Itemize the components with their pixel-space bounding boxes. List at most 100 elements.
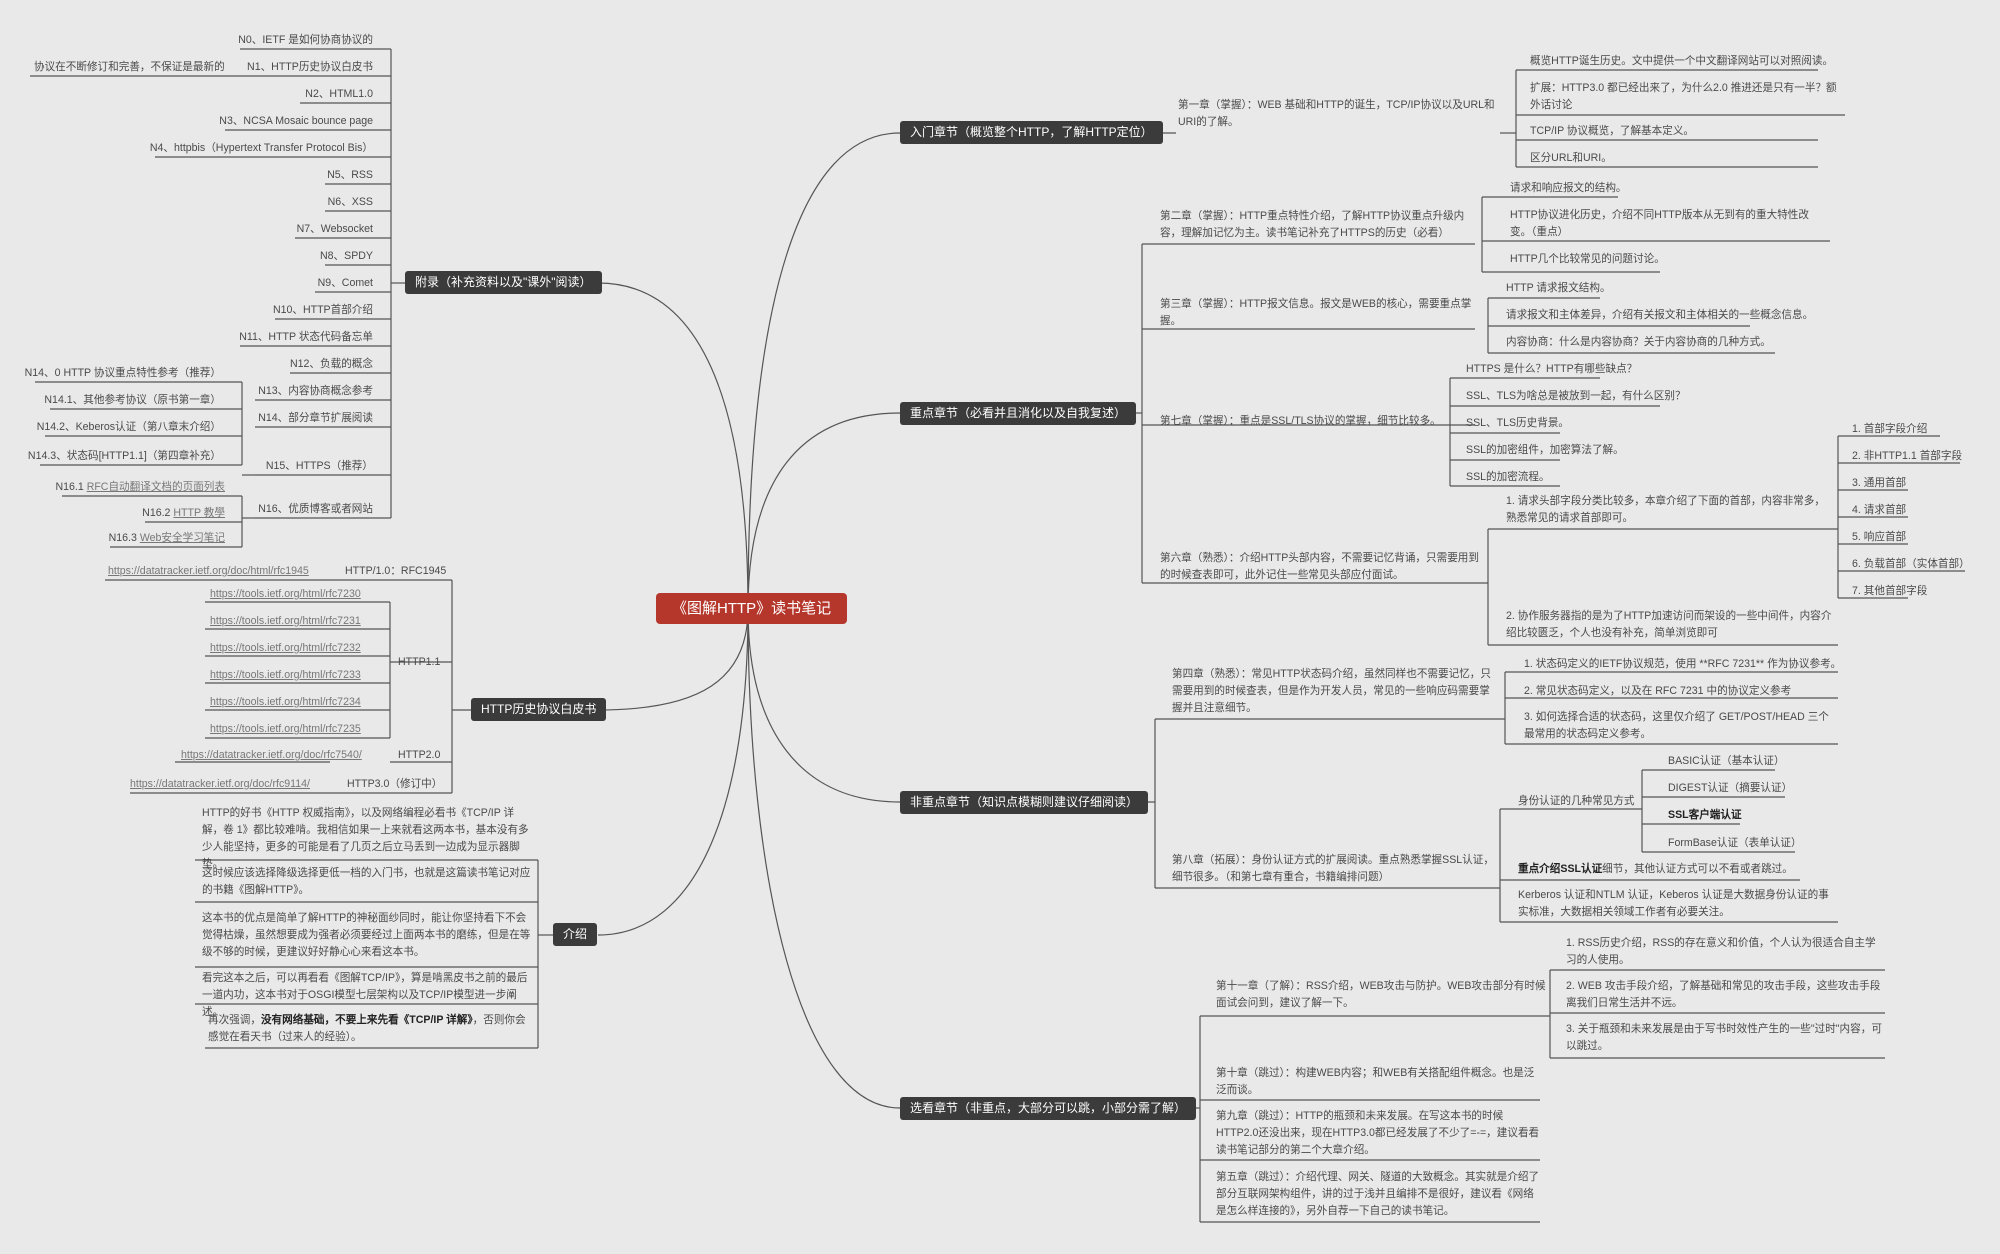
ch10-node[interactable]: 第十章（跳过）：构建WEB内容；和WEB有关搭配组件概念。也是泛泛而谈。: [1216, 1067, 1535, 1096]
appendix-item[interactable]: N2、HTML1.0: [305, 88, 373, 100]
appendix-item[interactable]: N8、SPDY: [320, 250, 373, 262]
appendix-item[interactable]: N16、优质博客或者网站: [258, 503, 373, 515]
n14-subitem[interactable]: N14、0 HTTP 协议重点特性参考（推荐）: [24, 367, 221, 379]
header-field-item[interactable]: 7. 其他首部字段: [1852, 585, 1928, 597]
ch6-header-fields[interactable]: 1. 请求头部字段分类比较多，本章介绍了下面的首部，内容非常多，熟悉常见的请求首…: [1506, 495, 1825, 524]
appendix-item[interactable]: N12、负载的概念: [290, 358, 373, 370]
appendix-item[interactable]: N1、HTTP历史协议白皮书: [247, 61, 373, 73]
intro-paragraph[interactable]: HTTP的好书《HTTP 权威指南》，以及网络编程必看书《TCP/IP 详解，卷…: [202, 807, 529, 870]
http11-link[interactable]: https://tools.ietf.org/html/rfc7234: [210, 696, 361, 708]
ch1-item[interactable]: TCP/IP 协议概览，了解基本定义。: [1530, 125, 1695, 137]
intro-paragraph[interactable]: 这时候应该选择降级选择更低一档的入门书，也就是这篇读书笔记对应的书籍《图解HTT…: [202, 867, 531, 896]
intro-paragraph[interactable]: 这本书的优点是简单了解HTTP的神秘面纱同时，能让你坚持看下不会觉得枯燥，虽然想…: [202, 912, 531, 958]
header-field-item[interactable]: 3. 通用首部: [1852, 477, 1907, 489]
appendix-item[interactable]: N5、RSS: [327, 169, 373, 181]
appendix-item[interactable]: N13、内容协商概念参考: [258, 385, 373, 397]
n14-subitem[interactable]: N14.1、其他参考协议（原书第一章）: [44, 394, 221, 406]
n16-link[interactable]: RFC自动翻译文档的页面列表: [86, 481, 225, 493]
http20-link[interactable]: https://datatracker.ietf.org/doc/rfc7540…: [181, 749, 362, 761]
appendix-item[interactable]: N7、Websocket: [296, 223, 373, 235]
auth-item[interactable]: SSL客户端认证: [1668, 809, 1742, 821]
http11-node[interactable]: HTTP1.1: [398, 656, 441, 668]
appendix-item[interactable]: N10、HTTP首部介绍: [272, 304, 373, 316]
n14-subitem[interactable]: N14.3、状态码[HTTP1.1]（第四章补充）: [27, 450, 221, 462]
http30-link[interactable]: https://datatracker.ietf.org/doc/rfc9114…: [130, 778, 310, 790]
ch4-item[interactable]: 3. 如何选择合适的状态码，这里仅介绍了 GET/POST/HEAD 三个最常用…: [1524, 711, 1829, 740]
ch11-node[interactable]: 第十一章（了解）：RSS介绍，WEB攻击与防护。WEB攻击部分有时候面试会问到，…: [1216, 980, 1546, 1009]
ch3-node[interactable]: 第三章（掌握）：HTTP报文信息。报文是WEB的核心，需要重点掌握。: [1160, 298, 1472, 327]
ch6-proxy-note[interactable]: 2. 协作服务器指的是为了HTTP加速访问而架设的一些中间件，内容介绍比较匮乏，…: [1506, 610, 1832, 639]
appendix-item[interactable]: N15、HTTPS（推荐）: [265, 460, 373, 472]
auth-item[interactable]: BASIC认证（基本认证）: [1668, 755, 1785, 767]
ch9-node[interactable]: 第九章（跳过）：HTTP的瓶颈和未来发展。在写这本书的时候HTTP2.0还没出来…: [1216, 1110, 1540, 1156]
header-field-item[interactable]: 5. 响应首部: [1852, 531, 1907, 543]
ssl-auth-note[interactable]: 重点介绍SSL认证细节，其他认证方式可以不看或者跳过。: [1518, 861, 1793, 878]
header-field-item[interactable]: 1. 首部字段介绍: [1852, 423, 1928, 435]
appendix-item[interactable]: N11、HTTP 状态代码备忘单: [239, 331, 373, 343]
n14-subitem[interactable]: N14.2、Keberos认证（第八章末介绍）: [36, 421, 221, 433]
n16-subitem[interactable]: N16.2 HTTP 教學: [142, 505, 225, 522]
ch11-item[interactable]: 1. RSS历史介绍，RSS的存在意义和价值，个人认为很适合自主学习的人使用。: [1566, 937, 1876, 966]
header-field-item[interactable]: 6. 负载首部（实体首部）: [1852, 558, 1970, 570]
ch1-item[interactable]: 区分URL和URI。: [1530, 152, 1612, 164]
branch-key-chapter[interactable]: 重点章节（必看并且消化以及自我复述）: [900, 402, 1137, 425]
appendix-item[interactable]: N14、部分章节扩展阅读: [258, 412, 373, 424]
header-field-item[interactable]: 2. 非HTTP1.1 首部字段: [1852, 450, 1963, 462]
ch2-item[interactable]: HTTP几个比较常见的问题讨论。: [1510, 253, 1665, 265]
ch7-item[interactable]: SSL、TLS历史背景。: [1466, 417, 1570, 429]
intro-paragraph[interactable]: 再次强调，没有网络基础，不要上来先看《TCP/IP 详解》，否则你会感觉在看天书…: [208, 1012, 533, 1046]
appendix-item[interactable]: N4、httpbis（Hypertext Transfer Protocol B…: [149, 142, 373, 154]
appendix-item[interactable]: N9、Comet: [317, 277, 373, 289]
ch7-item[interactable]: SSL的加密流程。: [1466, 471, 1550, 483]
http11-link[interactable]: https://tools.ietf.org/html/rfc7232: [210, 642, 361, 654]
appendix-n1-note[interactable]: 协议在不断修订和完善，不保证是最新的: [34, 61, 225, 73]
n16-subitem[interactable]: N16.1 RFC自动翻译文档的页面列表: [55, 479, 225, 496]
ch2-node[interactable]: 第二章（掌握）：HTTP重点特性介绍，了解HTTP协议重点升级内容，理解加记忆为…: [1160, 210, 1465, 239]
ch11-item[interactable]: 2. WEB 攻击手段介绍，了解基础和常见的攻击手段，这些攻击手段离我们日常生活…: [1566, 980, 1881, 1009]
ch6-node[interactable]: 第六章（熟悉）：介绍HTTP头部内容，不需要记忆背诵，只需要用到的时候查表即可，…: [1160, 552, 1479, 581]
http30-node[interactable]: HTTP3.0（修订中）: [347, 778, 443, 790]
root-topic[interactable]: 《图解HTTP》读书笔记: [656, 593, 848, 624]
http11-link[interactable]: https://tools.ietf.org/html/rfc7235: [210, 723, 361, 735]
ch3-item[interactable]: 内容协商：什么是内容协商？关于内容协商的几种方式。: [1506, 336, 1771, 348]
branch-nonkey-chapter[interactable]: 非重点章节（知识点模糊则建议仔细阅读）: [900, 791, 1149, 814]
ch8-node[interactable]: 第八章（拓展）：身份认证方式的扩展阅读。重点熟悉掌握SSL认证，细节很多。（和第…: [1172, 854, 1494, 883]
n16-link[interactable]: HTTP 教學: [173, 507, 225, 519]
n16-link[interactable]: Web安全学习笔记: [139, 532, 225, 544]
http11-link[interactable]: https://tools.ietf.org/html/rfc7231: [210, 615, 361, 627]
branch-intro-chapter[interactable]: 入门章节（概览整个HTTP，了解HTTP定位）: [900, 121, 1163, 144]
branch-optional-chapter[interactable]: 选看章节（非重点，大部分可以跳，小部分需了解）: [900, 1097, 1197, 1120]
kerberos-note[interactable]: Kerberos 认证和NTLM 认证，Keberos 认证是大数据身份认证的事…: [1518, 889, 1829, 918]
ch5-node[interactable]: 第五章（跳过）：介绍代理、网关、隧道的大致概念。其实就是介绍了部分互联网架构组件…: [1216, 1171, 1540, 1217]
http10-node[interactable]: HTTP/1.0：RFC1945: [345, 565, 447, 577]
ch4-item[interactable]: 1. 状态码定义的IETF协议规范，使用 **RFC 7231** 作为协议参考…: [1524, 658, 1842, 670]
ch3-item[interactable]: HTTP 请求报文结构。: [1506, 282, 1611, 294]
ch2-item[interactable]: 请求和响应报文的结构。: [1510, 182, 1627, 194]
appendix-item[interactable]: N6、XSS: [327, 196, 373, 208]
ch1-item[interactable]: 扩展：HTTP3.0 都已经出来了，为什么2.0 推进还是只有一半？额外话讨论: [1530, 82, 1837, 111]
ch7-item[interactable]: SSL的加密组件，加密算法了解。: [1466, 444, 1624, 456]
branch-appendix[interactable]: 附录（补充资料以及"课外"阅读）: [405, 271, 602, 294]
ch2-item[interactable]: HTTP协议进化历史，介绍不同HTTP版本从无到有的重大特性改变。（重点）: [1510, 209, 1809, 238]
header-field-item[interactable]: 4. 请求首部: [1852, 504, 1907, 516]
ch1-item[interactable]: 概览HTTP诞生历史。文中提供一个中文翻译网站可以对照阅读。: [1530, 55, 1834, 67]
http10-link[interactable]: https://datatracker.ietf.org/doc/html/rf…: [108, 565, 309, 577]
auth-item[interactable]: FormBase认证（表单认证）: [1668, 837, 1802, 849]
branch-history[interactable]: HTTP历史协议白皮书: [471, 698, 607, 721]
ch7-item[interactable]: SSL、TLS为啥总是被放到一起，有什么区别？: [1466, 390, 1686, 402]
http11-link[interactable]: https://tools.ietf.org/html/rfc7233: [210, 669, 361, 681]
auth-item[interactable]: DIGEST认证（摘要认证）: [1668, 782, 1793, 794]
intro-paragraph[interactable]: 看完这本之后，可以再看看《图解TCP/IP》，算是啃黑皮书之前的最后一道内功，这…: [202, 972, 528, 1018]
ch11-item[interactable]: 3. 关于瓶颈和未来发展是由于写书时效性产生的一些"过时"内容，可以跳过。: [1566, 1023, 1882, 1052]
auth-methods-node[interactable]: 身份认证的几种常见方式: [1518, 795, 1635, 807]
ch1-node[interactable]: 第一章（掌握）：WEB 基础和HTTP的诞生，TCP/IP协议以及URL和URI…: [1178, 99, 1495, 128]
ch7-item[interactable]: HTTPS 是什么？HTTP有哪些缺点？: [1466, 363, 1638, 375]
appendix-item[interactable]: N3、NCSA Mosaic bounce page: [219, 115, 373, 127]
appendix-item[interactable]: N0、IETF 是如何协商协议的: [238, 34, 373, 46]
n16-subitem[interactable]: N16.3 Web安全学习笔记: [109, 530, 225, 547]
ch4-item[interactable]: 2. 常见状态码定义，以及在 RFC 7231 中的协议定义参考: [1524, 685, 1792, 697]
ch4-node[interactable]: 第四章（熟悉）：常见HTTP状态码介绍，虽然同样也不需要记忆，只需要用到的时候查…: [1172, 668, 1491, 714]
http20-node[interactable]: HTTP2.0: [398, 749, 441, 761]
ch7-node[interactable]: 第七章（掌握）：重点是SSL/TLS协议的掌握，细节比较多。: [1160, 415, 1441, 427]
branch-intro[interactable]: 介绍: [553, 923, 598, 946]
